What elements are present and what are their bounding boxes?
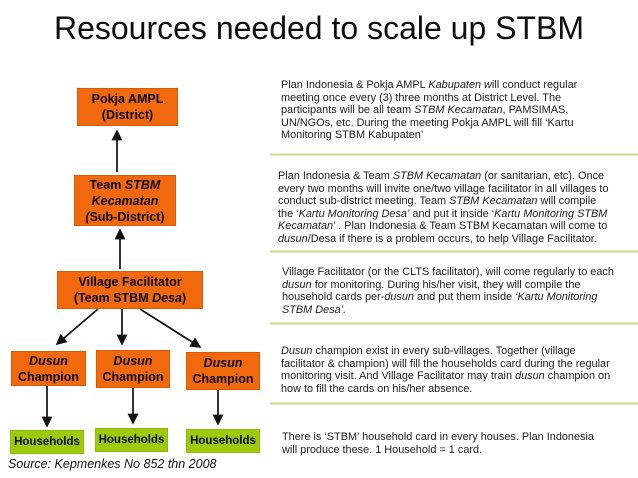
divider-3 xyxy=(270,322,638,325)
note-dusun: Dusun champion exist in every sub-villag… xyxy=(281,345,611,395)
note-subdistrict: Plan Indonesia & Team STBM Kecamatan (or… xyxy=(278,170,609,245)
node-village-facilitator: Village Facilitator(Team STBM Desa) xyxy=(57,271,203,309)
slide-title: Resources needed to scale up STBM xyxy=(53,10,585,46)
note-households: There is ‘STBM’ household card in every … xyxy=(282,431,594,456)
arrow-vf-to-dusun1 xyxy=(55,308,99,346)
note-district: Plan Indonesia & Pokja AMPL Kabupaten wi… xyxy=(281,79,578,142)
node-households-2: Households xyxy=(95,428,168,452)
node-households-3: Households xyxy=(186,429,260,453)
divider-4 xyxy=(270,402,638,405)
arrow-vf-to-dusun3 xyxy=(139,308,202,348)
note-village: Village Facilitator (or the CLTS facilit… xyxy=(282,266,614,316)
node-households-1: Households xyxy=(10,430,84,454)
node-pokja-ampl: Pokja AMPL(District) xyxy=(77,88,178,126)
divider-2 xyxy=(270,250,638,253)
divider-1 xyxy=(270,153,638,156)
source-citation: Source: Kepmenkes No 852 thn 2008 xyxy=(8,457,217,471)
